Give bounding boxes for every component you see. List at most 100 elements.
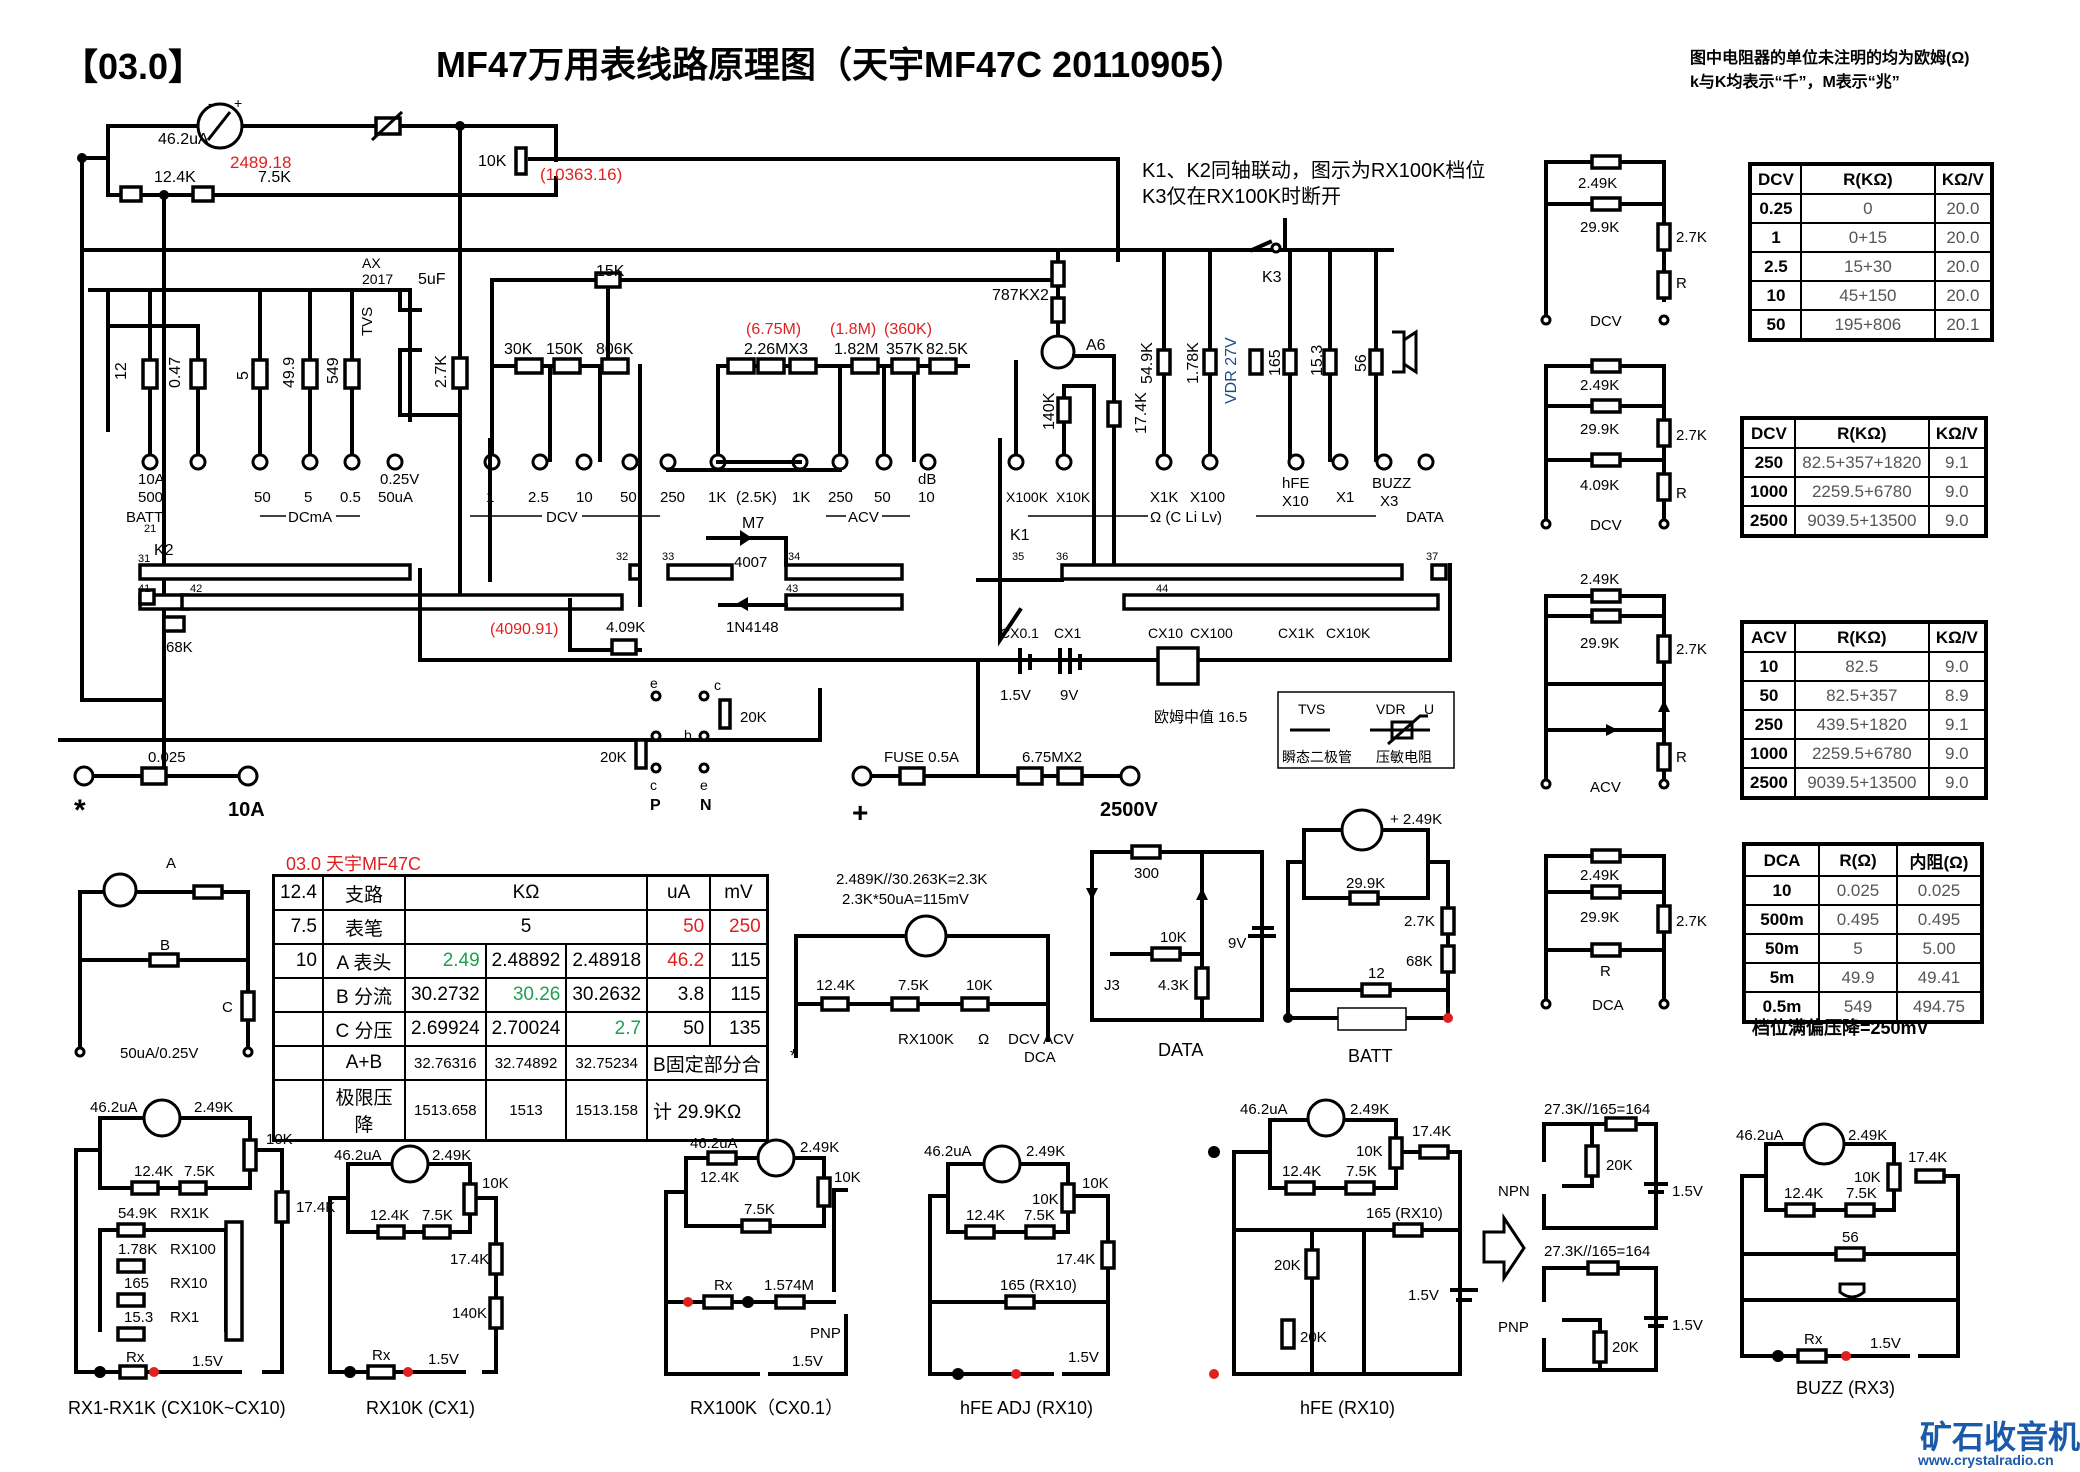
svg-text:R: R	[1600, 963, 1611, 980]
svg-text:DCV ACV: DCV ACV	[1008, 1031, 1074, 1048]
svg-text:9V: 9V	[1228, 935, 1246, 952]
svg-text:2.49K: 2.49K	[1578, 175, 1617, 192]
svg-text:(2.5K): (2.5K)	[736, 489, 777, 506]
svg-text:e: e	[650, 675, 658, 691]
svg-text:12: 12	[1368, 965, 1385, 982]
unit-note-2: k与K均表示“千”，M表示“兆”	[1690, 74, 1900, 91]
svg-text:2.49K: 2.49K	[1580, 867, 1619, 884]
svg-text:20K: 20K	[740, 709, 767, 726]
svg-text:B: B	[160, 937, 170, 954]
svg-text:50uA/0.25V: 50uA/0.25V	[120, 1045, 198, 1062]
svg-text:1K: 1K	[792, 489, 810, 506]
equiv-circuit	[794, 914, 1050, 1058]
page-title: MF47万用表线路原理图（天宇MF47C 20110905）	[436, 44, 1247, 85]
dcv-section	[483, 271, 1060, 582]
svg-text:2.49K: 2.49K	[1580, 571, 1619, 588]
svg-text:2.26MX3: 2.26MX3	[744, 341, 808, 358]
svg-text:54.9K: 54.9K	[1139, 342, 1156, 384]
svg-text:RX100K: RX100K	[898, 1031, 954, 1048]
svg-text:2.7K: 2.7K	[433, 355, 450, 388]
svg-text:1.82M: 1.82M	[834, 341, 878, 358]
svg-text:1K: 1K	[708, 489, 726, 506]
svg-text:(4090.91): (4090.91)	[490, 621, 559, 638]
svg-text:CX0.1: CX0.1	[1000, 625, 1039, 641]
svg-text:dB: dB	[918, 471, 936, 488]
svg-text:10A: 10A	[228, 799, 265, 821]
svg-text:K3: K3	[1262, 269, 1282, 286]
svg-text:20K: 20K	[600, 749, 627, 766]
com-terminal	[73, 765, 95, 787]
svg-text:X1K: X1K	[1150, 489, 1178, 506]
svg-text:N: N	[700, 797, 712, 814]
svg-text:29.9K: 29.9K	[1580, 635, 1619, 652]
svg-text:29.9K: 29.9K	[1580, 421, 1619, 438]
battery-icon	[1018, 648, 1082, 674]
svg-text:150K: 150K	[546, 341, 584, 358]
svg-text:0.47: 0.47	[167, 357, 184, 388]
svg-text:37: 37	[1426, 551, 1438, 563]
svg-text:ACV: ACV	[1590, 779, 1621, 796]
side-circuit-dca	[1540, 848, 1672, 1010]
svg-text:(10363.16): (10363.16)	[540, 165, 622, 184]
svg-text:806K: 806K	[596, 341, 634, 358]
svg-text:DCV: DCV	[546, 509, 578, 526]
svg-text:50: 50	[620, 489, 637, 506]
svg-text:56: 56	[1353, 354, 1370, 372]
svg-text:(1.8M): (1.8M)	[830, 321, 876, 338]
2500v-terminal	[1119, 765, 1141, 787]
svg-text:33: 33	[662, 551, 674, 563]
svg-text:+ 2.49K: + 2.49K	[1390, 811, 1442, 828]
svg-text:2.7K: 2.7K	[1676, 913, 1707, 930]
svg-text:A6: A6	[1086, 337, 1106, 354]
svg-text:DCV: DCV	[1590, 313, 1622, 330]
svg-text:TVS: TVS	[1298, 701, 1325, 717]
svg-text:瞬态二极管: 瞬态二极管	[1282, 749, 1352, 765]
svg-text:357K: 357K	[886, 341, 924, 358]
svg-text:2.7K: 2.7K	[1676, 427, 1707, 444]
svg-text:10: 10	[576, 489, 593, 506]
fuse-box-icon	[1156, 646, 1200, 686]
svg-text:X1: X1	[1336, 489, 1354, 506]
batt-circuit	[1283, 808, 1456, 1031]
k-switch-note-1: K1、K2同轴联动，图示为RX100K档位	[1142, 160, 1486, 182]
svg-text:4007: 4007	[734, 554, 767, 571]
rotary-switch	[58, 248, 1452, 742]
svg-text:DCA: DCA	[1592, 997, 1624, 1014]
dca-footer: 档位满偏压降=250mV	[1752, 1018, 1929, 1038]
svg-text:R: R	[1676, 485, 1687, 502]
svg-text:5uF: 5uF	[418, 271, 446, 288]
svg-text:Ω: Ω	[978, 1031, 989, 1048]
svg-text:CX10: CX10	[1148, 625, 1183, 641]
svg-text:0.025: 0.025	[148, 749, 186, 766]
svg-text:7.5K: 7.5K	[258, 169, 291, 186]
svg-text:10K: 10K	[1160, 929, 1187, 946]
symbol-legend	[1277, 691, 1455, 769]
svg-text:压敏电阻: 压敏电阻	[1376, 749, 1432, 765]
transistor-a6-icon	[1040, 334, 1076, 370]
svg-text:X10: X10	[1282, 493, 1309, 510]
svg-text:12: 12	[113, 362, 130, 380]
ohm-section	[1007, 239, 1435, 572]
svg-text:4.09K: 4.09K	[1580, 477, 1619, 494]
svg-text:U: U	[1424, 701, 1434, 717]
diode-1n4148-icon	[736, 597, 748, 611]
svg-text:82.5K: 82.5K	[926, 341, 968, 358]
svg-text:43: 43	[786, 583, 798, 595]
pot-10k-icon	[514, 146, 528, 176]
svg-text:2.49K: 2.49K	[1580, 377, 1619, 394]
svg-text:50uA: 50uA	[378, 489, 413, 506]
svg-text:29.9K: 29.9K	[1346, 875, 1385, 892]
svg-text:165: 165	[1267, 349, 1284, 376]
svg-text:2.3K*50uA=115mV: 2.3K*50uA=115mV	[842, 891, 969, 908]
svg-text:300: 300	[1134, 865, 1159, 882]
svg-text:BATT: BATT	[1348, 1046, 1393, 1066]
calc-table-caption: 03.0 天宇MF47C	[286, 854, 422, 874]
svg-text:68K: 68K	[166, 639, 193, 656]
svg-text:10: 10	[918, 489, 935, 506]
svg-text:140K: 140K	[1041, 392, 1058, 430]
svg-text:欧姆中值 16.5: 欧姆中值 16.5	[1154, 709, 1247, 726]
svg-text:(6.75M): (6.75M)	[746, 321, 801, 338]
svg-text:1.5V: 1.5V	[1000, 687, 1031, 704]
svg-text:M7: M7	[742, 515, 764, 532]
